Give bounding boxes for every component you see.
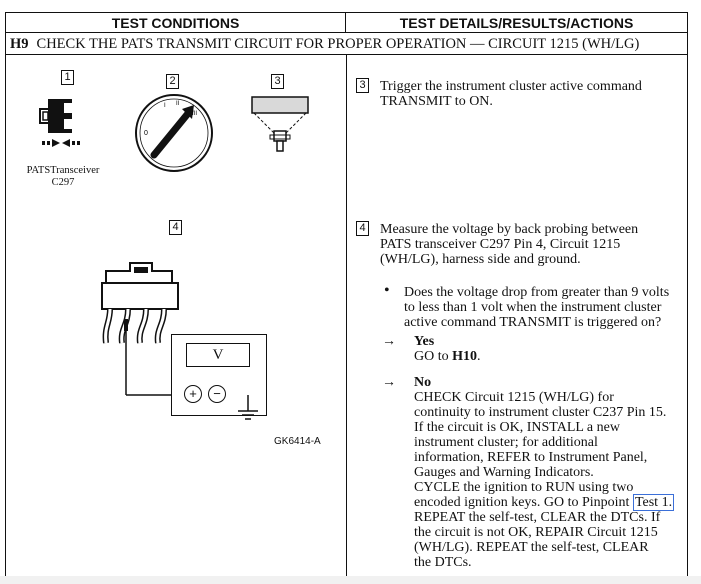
voltmeter: V + −	[171, 334, 267, 416]
question-line3: active command TRANSMIT is triggered on?	[404, 315, 662, 330]
no-line: (WH/LG). REPEAT the self-test, CLEAR	[414, 540, 649, 555]
yes-arrow-icon: →	[382, 334, 396, 349]
svg-text:0: 0	[144, 130, 148, 137]
transceiver-connector-icon	[39, 99, 80, 147]
no-line: Gauges and Warning Indicators.	[414, 465, 594, 480]
scan-tool-icon	[251, 96, 309, 152]
step3-number: 3	[356, 78, 369, 93]
positive-terminal: +	[184, 385, 202, 403]
transceiver-caption-line2: C297	[51, 177, 75, 188]
step-title: CHECK THE PATS TRANSMIT CIRCUIT FOR PROP…	[36, 36, 640, 52]
svg-text:III: III	[192, 111, 197, 117]
no-line-link-prefix: encoded ignition keys. GO to Pinpoint	[414, 495, 633, 510]
yes-action-link[interactable]: H10	[452, 349, 478, 364]
yes-action-suffix: .	[477, 349, 481, 364]
yes-action: GO to H10.	[414, 349, 481, 364]
transceiver-caption: PATSTransceiver C297	[18, 165, 108, 189]
no-line: instrument cluster; for additional	[414, 435, 598, 450]
callout-1: 1	[61, 70, 74, 85]
svg-text:I: I	[164, 103, 166, 109]
voltmeter-display: V	[186, 343, 250, 367]
no-line: continuity to instrument cluster C237 Pi…	[414, 405, 667, 420]
yes-branch: Yes GO to H10.	[414, 334, 481, 364]
yes-action-prefix: GO to	[414, 349, 453, 364]
step-id: H9	[10, 36, 29, 52]
header-test-conditions: TEST CONDITIONS	[6, 13, 346, 33]
question-text: Does the voltage drop from greater than …	[404, 285, 669, 330]
no-line: CHECK Circuit 1215 (WH/LG) for	[414, 390, 614, 405]
pinpoint-test-1-link[interactable]: Test 1.	[632, 494, 675, 511]
diagnostic-table: TEST CONDITIONS TEST DETAILS/RESULTS/ACT…	[5, 12, 688, 580]
ground-symbol-icon	[238, 395, 258, 420]
no-line: If the circuit is OK, INSTALL a new	[414, 420, 620, 435]
viewer-bottom-bar	[0, 576, 701, 584]
yes-label: Yes	[414, 334, 435, 349]
transceiver-caption-line1: PATSTransceiver	[26, 165, 100, 176]
no-line-with-link: encoded ignition keys. GO to Pinpoint Te…	[414, 494, 675, 511]
step4-line1: Measure the voltage by back probing betw…	[380, 222, 639, 237]
no-line: CYCLE the ignition to RUN using two	[414, 480, 634, 495]
svg-text:II: II	[176, 101, 180, 107]
no-label: No	[414, 375, 432, 390]
no-line: the circuit is not OK, REPAIR Circuit 12…	[414, 525, 658, 540]
callout-3: 3	[271, 74, 284, 89]
header-test-details: TEST DETAILS/RESULTS/ACTIONS	[346, 13, 687, 33]
step4-number: 4	[356, 221, 369, 236]
no-branch: No CHECK Circuit 1215 (WH/LG) for contin…	[414, 375, 675, 570]
question-line1: Does the voltage drop from greater than …	[404, 285, 670, 300]
question-line2: to less than 1 volt when the instrument …	[404, 300, 662, 315]
no-line: REPEAT the self-test, CLEAR the DTCs. If	[414, 510, 661, 525]
voltmeter-probe-diagram	[101, 262, 256, 413]
negative-terminal: −	[208, 385, 226, 403]
ignition-switch-icon: 0 I II III	[135, 94, 213, 172]
step4-text: Measure the voltage by back probing betw…	[380, 222, 638, 267]
step4-line3: (WH/LG), harness side and ground.	[380, 252, 581, 267]
callout-2: 2	[166, 74, 179, 89]
bullet-dot: •	[384, 282, 390, 299]
no-line: information, REFER to Instrument Panel,	[414, 450, 648, 465]
figure-code: GK6414-A	[274, 436, 321, 447]
no-line: the DTCs.	[414, 555, 472, 570]
step4-line2: PATS transceiver C297 Pin 4, Circuit 121…	[380, 237, 621, 252]
step3-line2: TRANSMIT to ON.	[380, 94, 493, 109]
step3-line1: Trigger the instrument cluster active co…	[380, 79, 642, 94]
step3-text: Trigger the instrument cluster active co…	[380, 79, 642, 109]
no-arrow-icon: →	[382, 375, 396, 390]
column-divider	[346, 55, 347, 579]
callout-4: 4	[169, 220, 182, 235]
step-row: H9 CHECK THE PATS TRANSMIT CIRCUIT FOR PR…	[6, 33, 687, 55]
